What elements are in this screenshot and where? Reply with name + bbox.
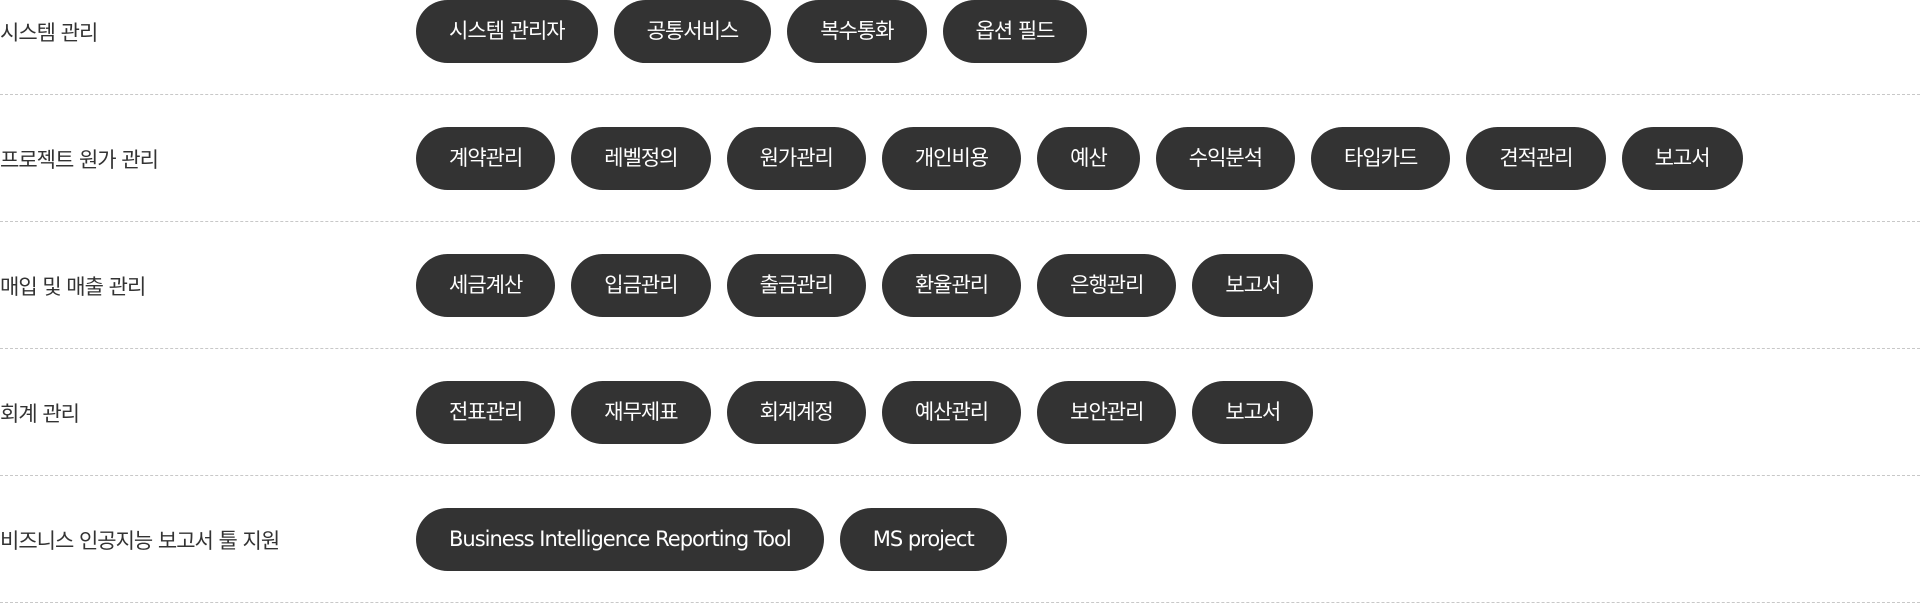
feature-pill-button[interactable]: 출금관리: [726, 254, 866, 317]
section-label: 매입 및 매출 관리: [0, 274, 146, 299]
feature-pill-button[interactable]: 시스템 관리자: [416, 0, 598, 63]
feature-pill-button[interactable]: 원가관리: [726, 127, 866, 190]
feature-pill-button[interactable]: 공통서비스: [613, 0, 772, 63]
feature-pill-button[interactable]: 전표관리: [416, 381, 556, 444]
feature-pill-button[interactable]: 타입카드: [1311, 127, 1451, 190]
feature-pill-button[interactable]: 예산: [1037, 127, 1140, 190]
feature-pill-button[interactable]: 회계계정: [726, 381, 866, 444]
feature-pill-button[interactable]: 계약관리: [416, 127, 556, 190]
feature-pill-button[interactable]: 재무제표: [571, 381, 711, 444]
section-label: 비즈니스 인공지능 보고서 툴 지원: [0, 528, 280, 553]
feature-pill-button[interactable]: 예산관리: [881, 381, 1022, 444]
feature-pill-button[interactable]: MS project: [839, 508, 1007, 571]
feature-pill-button[interactable]: 개인비용: [881, 127, 1022, 190]
feature-pill-button[interactable]: 보고서: [1621, 127, 1743, 190]
feature-pill-button[interactable]: 입금관리: [571, 254, 711, 317]
feature-pill-button[interactable]: 레벨정의: [571, 127, 711, 190]
feature-pill-button[interactable]: 은행관리: [1037, 254, 1177, 317]
section-label: 회계 관리: [0, 401, 80, 426]
feature-pill-button[interactable]: 보고서: [1192, 381, 1314, 444]
section-row: 비즈니스 인공지능 보고서 툴 지원 Business Intelligence …: [0, 476, 1920, 603]
section-label: 시스템 관리: [0, 20, 98, 45]
feature-pill-button[interactable]: 환율관리: [881, 254, 1022, 317]
feature-pill-button[interactable]: 견적관리: [1466, 127, 1606, 190]
feature-pill-button[interactable]: 보고서: [1192, 254, 1314, 317]
feature-pill-button[interactable]: 수익분석: [1155, 127, 1296, 190]
feature-pill-button[interactable]: Business Intelligence Reporting Tool: [416, 508, 824, 571]
feature-pill-button[interactable]: 복수통화: [787, 0, 927, 63]
feature-pill-button[interactable]: 세금계산: [416, 254, 556, 317]
feature-pill-button[interactable]: 옵션 필드: [942, 0, 1088, 63]
feature-pill-button[interactable]: 보안관리: [1037, 381, 1177, 444]
section-label: 프로젝트 원가 관리: [0, 147, 159, 172]
